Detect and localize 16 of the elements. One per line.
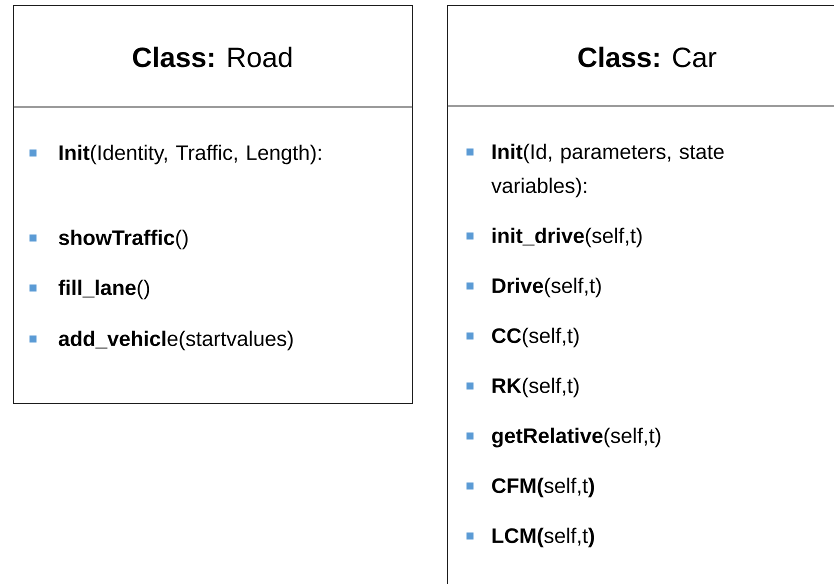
method-item: showTraffic() [58, 230, 188, 250]
method-item: getRelative(self,t) [492, 428, 660, 448]
class-box [12, 5, 413, 404]
method-item: init_drive(self,t) [492, 228, 642, 248]
method-item: Drive(self,t) [492, 278, 601, 298]
method-item: fill_lane() [58, 280, 150, 300]
method-item: CC(self,t) [492, 328, 579, 348]
method-item: add_vehicle(startvalues) [58, 330, 293, 350]
method-item: Init(Id, parameters, state variables): [491, 144, 724, 198]
method-item: Init(Identity, Traffic, Length): [60, 144, 321, 164]
method-item: LCM(self,t) [492, 528, 594, 548]
class-title: Class: Car [578, 46, 716, 68]
method-item: RK(self,t) [492, 378, 579, 398]
method-item: CFM(self,t) [492, 478, 594, 498]
class-title: Class: Road [132, 46, 292, 68]
class-box [446, 5, 834, 584]
